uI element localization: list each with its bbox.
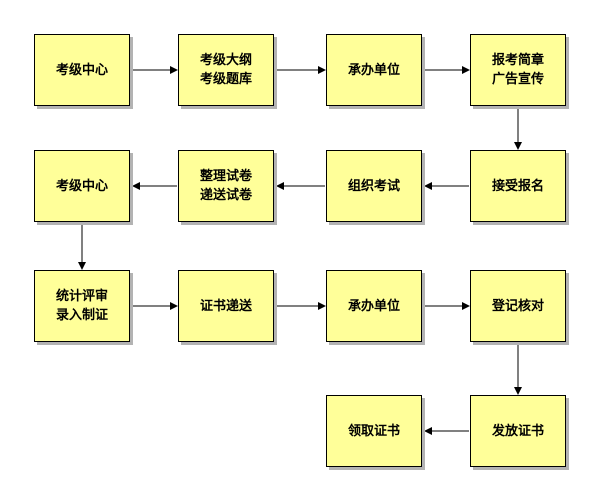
node-collect-certificate: 领取证书 bbox=[326, 395, 422, 467]
node-label-line: 统计评审 bbox=[55, 289, 108, 304]
node-label-line: 考级中心 bbox=[55, 178, 108, 194]
node-label-line: 组织考试 bbox=[347, 178, 400, 194]
node-label-line: 发放证书 bbox=[491, 423, 544, 439]
node-register-verify: 登记核对 bbox=[470, 270, 566, 342]
edge-layer bbox=[78, 66, 522, 435]
node-label-line: 考级中心 bbox=[55, 62, 108, 78]
node-syllabus-question-bank: 考级大纲考级题库 bbox=[178, 34, 274, 106]
node-accept-registration: 接受报名 bbox=[470, 150, 566, 222]
node-label-line: 录入制证 bbox=[55, 308, 108, 323]
node-label-line: 接受报名 bbox=[491, 178, 544, 194]
node-exam-center-2: 考级中心 bbox=[34, 150, 130, 222]
node-label-line: 递送试卷 bbox=[199, 188, 252, 203]
node-organizer-2: 承办单位 bbox=[326, 270, 422, 342]
node-review-certify: 统计评审录入制证 bbox=[34, 270, 130, 342]
node-organize-exam: 组织考试 bbox=[326, 150, 422, 222]
node-label-line: 承办单位 bbox=[347, 62, 400, 78]
node-label-line: 领取证书 bbox=[347, 423, 400, 439]
node-label-line: 考级大纲 bbox=[199, 53, 252, 68]
node-certificate-delivery: 证书递送 bbox=[178, 270, 274, 342]
node-label-line: 广告宣传 bbox=[491, 72, 544, 87]
node-label-line: 登记核对 bbox=[491, 298, 544, 314]
node-organizer-1: 承办单位 bbox=[326, 34, 422, 106]
node-label-line: 证书递送 bbox=[199, 298, 252, 314]
node-label-line: 承办单位 bbox=[347, 298, 400, 314]
node-brochure-advertising: 报考简章广告宣传 bbox=[470, 34, 566, 106]
node-issue-certificate: 发放证书 bbox=[470, 395, 566, 467]
node-exam-center-1: 考级中心 bbox=[34, 34, 130, 106]
node-sort-deliver-papers: 整理试卷递送试卷 bbox=[178, 150, 274, 222]
node-label-line: 报考简章 bbox=[491, 53, 544, 68]
node-label-line: 考级题库 bbox=[199, 72, 252, 87]
node-label-line: 整理试卷 bbox=[199, 169, 252, 184]
